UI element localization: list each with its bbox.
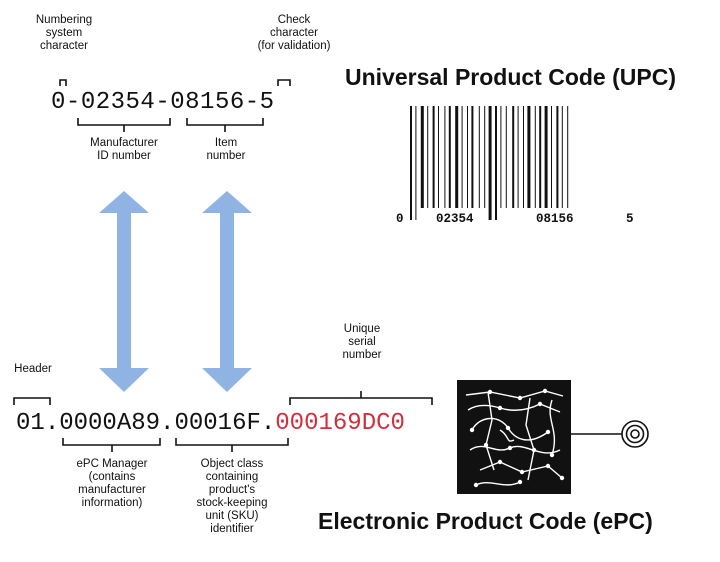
label-object-class: Object class containing product's stock-… — [196, 458, 268, 535]
epc-object-class: 00016F — [174, 410, 261, 437]
antenna-icon — [621, 420, 649, 448]
label-numbering-system: Numbering system character — [35, 14, 93, 52]
bracket-serial — [289, 391, 433, 405]
label-check-character: Check character (for validation) — [257, 14, 331, 52]
rfid-chip — [457, 380, 571, 494]
barcode-bar — [444, 106, 446, 208]
label-unique-serial: Unique serial number — [342, 323, 382, 361]
barcode-bar — [539, 106, 542, 208]
barcode-bar — [527, 106, 531, 208]
label-manufacturer-id: Manufacturer ID number — [90, 137, 158, 162]
epc-header: 01 — [16, 410, 45, 437]
arrow-manufacturer-to-manager — [99, 191, 149, 392]
upc-system-digit: 0 — [51, 89, 66, 116]
epc-title: Electronic Product Code (ePC) — [318, 508, 653, 534]
epc-code: 01.0000A89.00016F.000169DC0 — [16, 410, 405, 437]
barcode-bar — [556, 106, 559, 208]
bracket-numbering-system — [59, 79, 67, 86]
barcode-digits-group1: 02354 — [436, 212, 474, 226]
barcode-bar — [523, 106, 524, 208]
upc-check-digit: 5 — [259, 89, 275, 116]
barcode-bar — [432, 106, 435, 208]
barcode-bar — [495, 106, 497, 220]
barcode-bar — [544, 106, 548, 208]
bracket-manufacturer — [77, 118, 171, 132]
barcode-bar — [478, 106, 480, 208]
barcode-digit-right: 5 — [626, 212, 634, 226]
barcode-digits-group2: 08156 — [536, 212, 574, 226]
barcode-bar — [410, 106, 412, 220]
epc-manager: 0000A89 — [59, 410, 161, 437]
arrow-item-to-object-class — [202, 191, 252, 392]
barcode-bar — [420, 106, 424, 208]
upc-manufacturer-digits: 02354 — [80, 89, 156, 116]
barcode-digit-left: 0 — [396, 212, 404, 226]
barcode-bar — [551, 106, 552, 208]
label-header: Header — [14, 363, 52, 375]
epc-serial: 000169DC0 — [275, 410, 405, 437]
barcode-bar — [500, 106, 502, 208]
bracket-item-number — [186, 118, 264, 132]
upc-title: Universal Product Code (UPC) — [345, 64, 676, 90]
bracket-manager — [62, 438, 161, 452]
bracket-check-char — [277, 79, 291, 86]
bracket-header — [13, 397, 51, 405]
barcode-bar — [415, 106, 417, 220]
barcode-bar — [438, 106, 439, 208]
upc-item-digits: 08156 — [170, 89, 245, 116]
barcode-bar — [505, 106, 507, 208]
label-epc-manager: ePC Manager (contains manufacturer infor… — [76, 458, 148, 509]
barcode-bar — [567, 106, 569, 208]
barcode-bar — [448, 106, 451, 208]
barcode-bar — [517, 106, 519, 208]
barcode-bar — [561, 106, 563, 208]
barcode-bar — [461, 106, 463, 208]
barcode-bar — [471, 106, 474, 208]
label-item-number: Item number — [206, 137, 246, 162]
upc-barcode — [410, 106, 569, 220]
barcode-bar — [427, 106, 429, 208]
bracket-object-class — [175, 438, 289, 452]
barcode-bar — [534, 106, 536, 208]
upc-code: 0-02354-08156-5 — [51, 89, 275, 116]
barcode-bar — [467, 106, 468, 208]
barcode-bar — [484, 106, 486, 208]
barcode-bar — [455, 106, 459, 208]
barcode-bar — [488, 106, 492, 220]
barcode-bar — [512, 106, 515, 208]
